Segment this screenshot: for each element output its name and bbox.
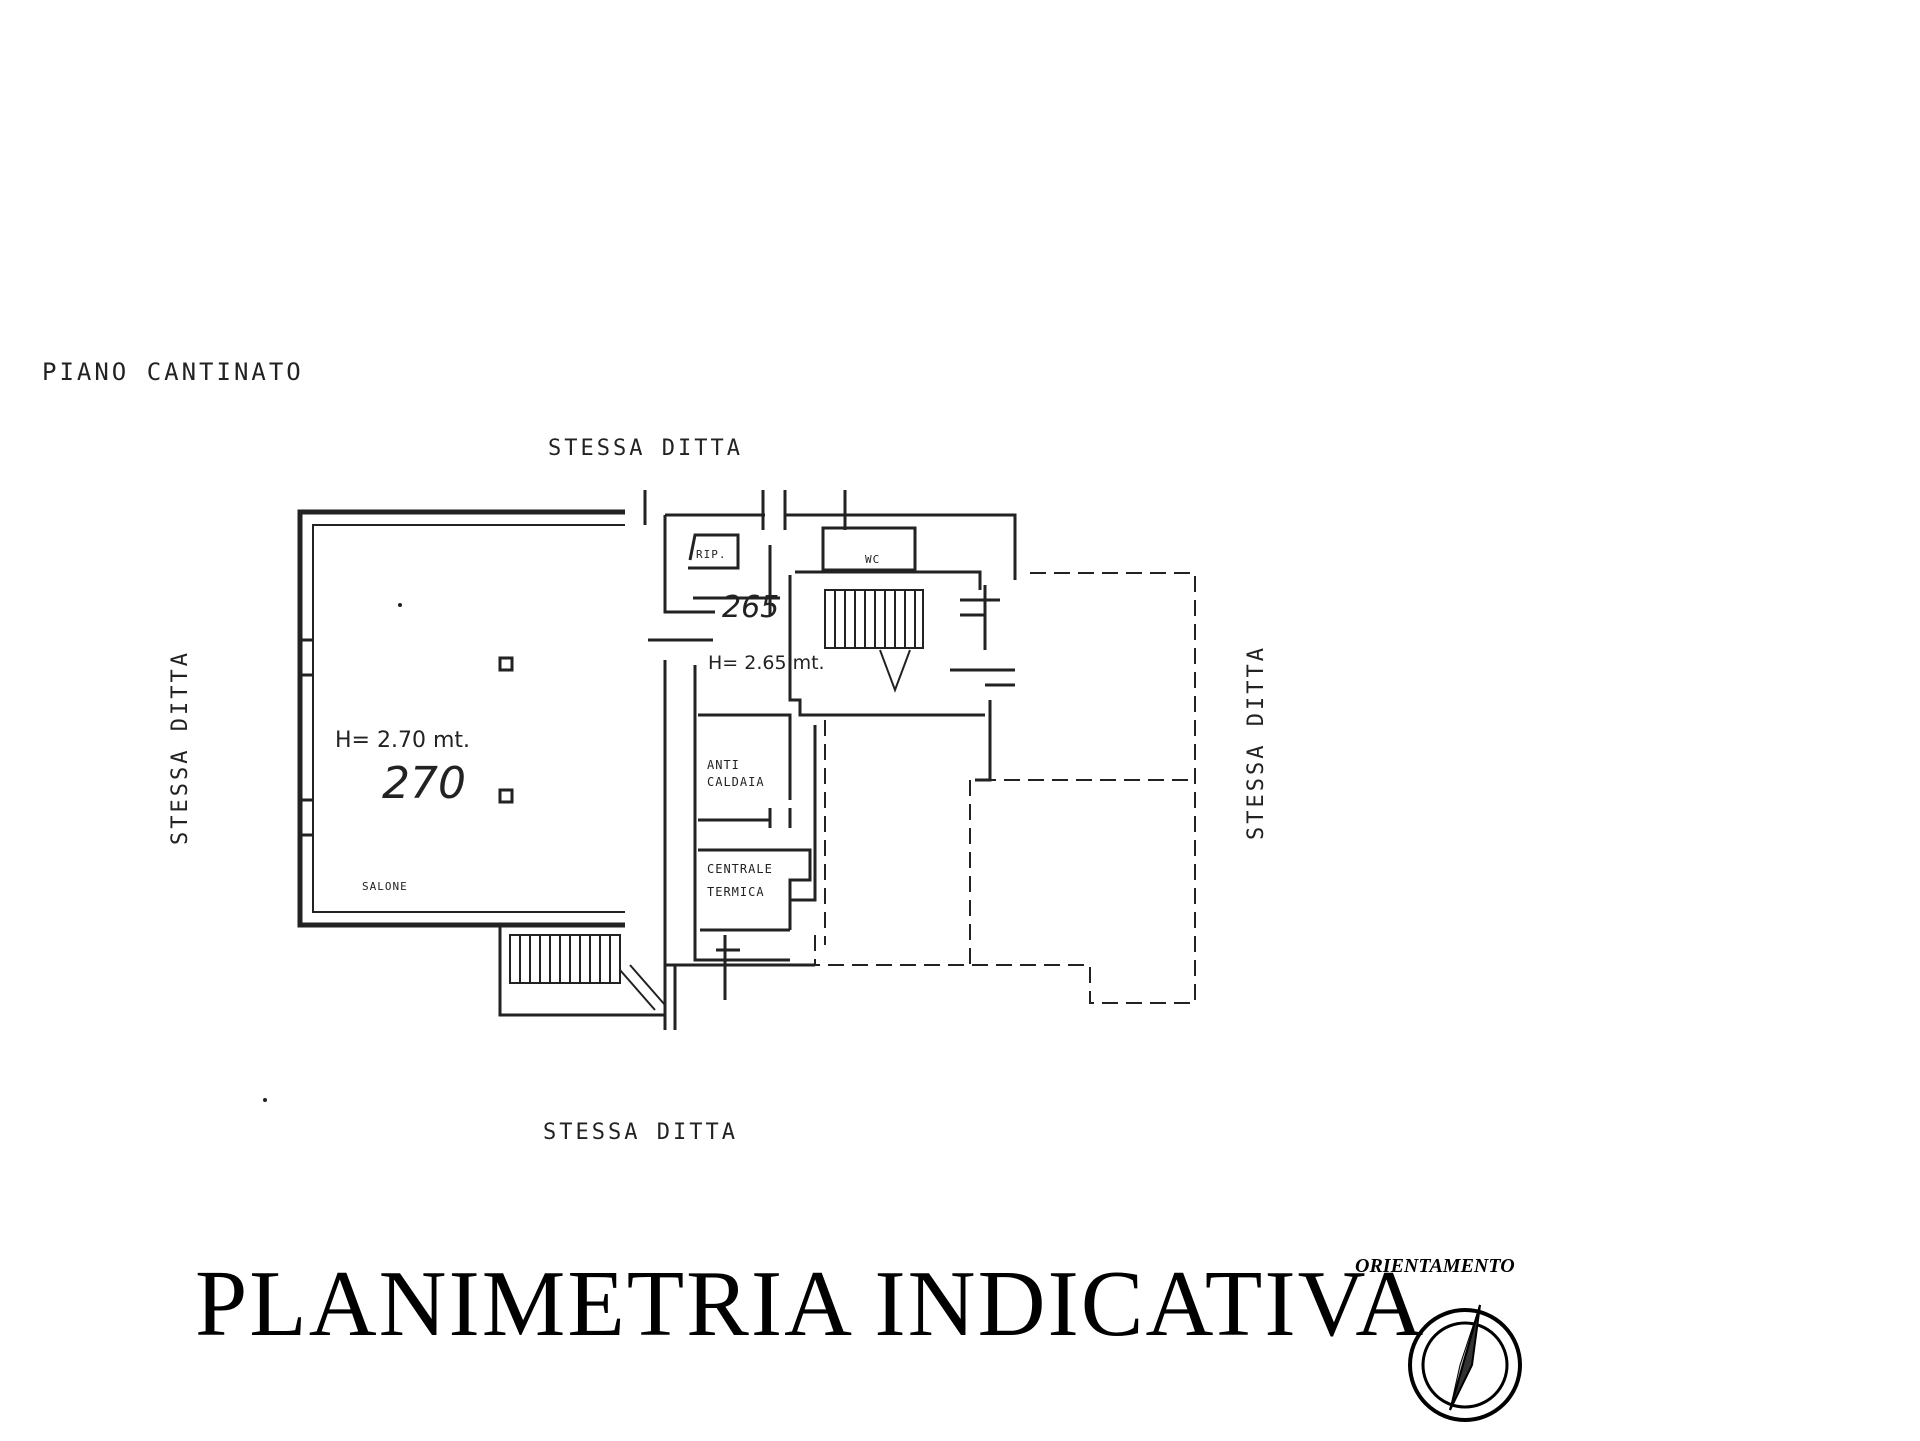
height-text-salone: H= 2.70 mt. bbox=[335, 728, 470, 753]
height-number-corridor: 265 bbox=[722, 590, 780, 625]
orientation-label: ORIENTAMENTO bbox=[1355, 1255, 1515, 1277]
floor-label: PIANO CANTINATO bbox=[42, 358, 304, 386]
pillars bbox=[498, 656, 514, 804]
room-label-caldaia: CALDAIA bbox=[707, 775, 765, 789]
page-title: PLANIMETRIA INDICATIVA bbox=[195, 1252, 1426, 1356]
room-label-termica: TERMICA bbox=[707, 885, 765, 899]
staircase-icon bbox=[824, 589, 924, 693]
annex-dashed-outline bbox=[814, 572, 1196, 1004]
entrance-staircase bbox=[509, 934, 666, 1011]
north-arrow-compass-icon bbox=[1408, 1304, 1522, 1422]
room-label-centrale: CENTRALE bbox=[707, 862, 773, 876]
room-label-anti: ANTI bbox=[707, 758, 740, 772]
height-number-salone: 270 bbox=[382, 758, 466, 809]
room-label-rip: RIP. bbox=[696, 548, 727, 561]
walls bbox=[297, 490, 1017, 1030]
room-label-wc: WC bbox=[865, 553, 881, 566]
neighbor-label-top: STESSA DITTA bbox=[548, 436, 743, 461]
height-text-corridor: H= 2.65 mt. bbox=[708, 652, 825, 674]
room-label-salone: SALONE bbox=[362, 880, 408, 893]
neighbor-label-bottom: STESSA DITTA bbox=[543, 1120, 738, 1145]
